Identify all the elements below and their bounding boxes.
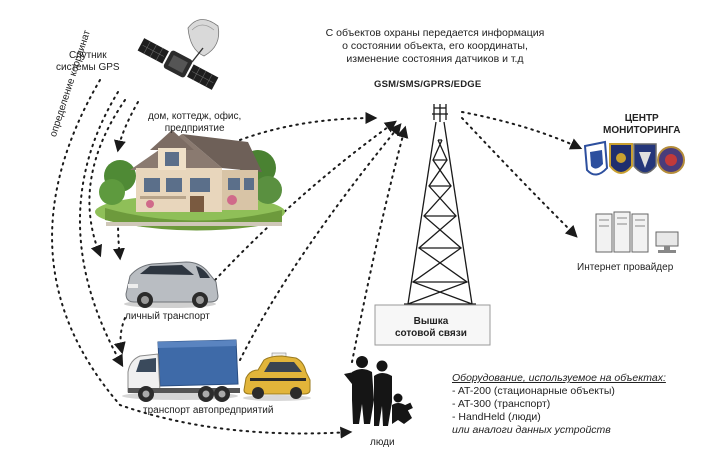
arrow-people-tower bbox=[351, 125, 409, 363]
car-icon bbox=[124, 261, 219, 308]
isp-servers-icon bbox=[595, 211, 679, 253]
equipment-item: - AT-200 (стационарные объекты) bbox=[452, 385, 615, 397]
satellite-icon bbox=[137, 38, 219, 90]
house-label: дом, коттедж, офис, предприятие bbox=[148, 111, 241, 135]
arrow-tower-monitoring bbox=[461, 111, 583, 150]
isp-label: Интернет провайдер bbox=[577, 262, 674, 273]
monitoring-badges bbox=[583, 140, 685, 176]
connection-arrows bbox=[51, 79, 583, 439]
satellite-dish-icon bbox=[187, 19, 220, 63]
arrow-car-truck bbox=[113, 317, 126, 355]
house-label-line: дом, коттедж, офис, bbox=[148, 111, 242, 122]
badge-shield-2-icon bbox=[609, 143, 633, 174]
info-line: С объектов охраны передается информация bbox=[325, 27, 545, 39]
monitoring-center-label: ЦЕНТР МОНИТОРИНГА bbox=[603, 113, 681, 137]
tower-label: Вышка сотовой связи bbox=[395, 316, 467, 340]
info-line: изменение состояния датчиков и т.д bbox=[346, 53, 524, 65]
people-icon bbox=[344, 356, 413, 426]
tower-label-box bbox=[374, 304, 491, 346]
info-line: о состоянии объекта, его координаты, bbox=[342, 40, 528, 52]
arrow-satellite-truck bbox=[79, 91, 124, 368]
equipment-note: или аналоги данных устройств bbox=[452, 424, 611, 436]
arrow-car-tower bbox=[214, 120, 397, 281]
satellite-label: Спутник системы GPS bbox=[56, 50, 120, 74]
badge-shield-3-icon bbox=[633, 143, 657, 174]
equipment-header: Оборудование, используемое на объектах: bbox=[452, 372, 666, 384]
house-icon bbox=[95, 130, 285, 231]
monitoring-label-line: ЦЕНТР bbox=[624, 113, 659, 124]
arrow-truck-tower bbox=[239, 123, 402, 361]
badge-shield-1-icon bbox=[583, 140, 609, 176]
arrow-house-tower bbox=[239, 112, 378, 141]
equipment-list: Оборудование, используемое на объектах: … bbox=[452, 372, 666, 437]
truck-icon bbox=[122, 339, 240, 402]
info-text: С объектов охраны передается информация … bbox=[300, 27, 570, 66]
taxi-icon bbox=[243, 352, 311, 401]
protocols-label: GSM/SMS/GPRS/EDGE bbox=[374, 79, 482, 90]
monitoring-label-line: МОНИТОРИНГА bbox=[603, 125, 681, 136]
equipment-item: - HandHeld (люди) bbox=[452, 411, 541, 423]
arrow-satellite-house bbox=[114, 101, 139, 153]
arrow-house-car bbox=[112, 221, 125, 261]
truck-label: транспорт автопредприятий bbox=[143, 405, 274, 416]
cell-tower-icon bbox=[404, 104, 476, 305]
house-label-line: предприятие bbox=[164, 123, 225, 134]
arrow-tower-isp bbox=[461, 117, 578, 238]
badge-emblem-icon bbox=[657, 146, 685, 174]
car-label: личный транспорт bbox=[125, 311, 210, 322]
tower-label-line: сотовой связи bbox=[395, 328, 467, 339]
arrow-satellite-car bbox=[88, 99, 126, 258]
tower-label-line: Вышка bbox=[413, 316, 449, 327]
satellite-label-line: Спутник bbox=[68, 50, 107, 61]
equipment-item: - AT-300 (транспорт) bbox=[452, 398, 551, 410]
arrow-satellite-people bbox=[51, 79, 353, 439]
people-label: люди bbox=[370, 437, 395, 448]
satellite-label-line: системы GPS bbox=[56, 62, 120, 73]
